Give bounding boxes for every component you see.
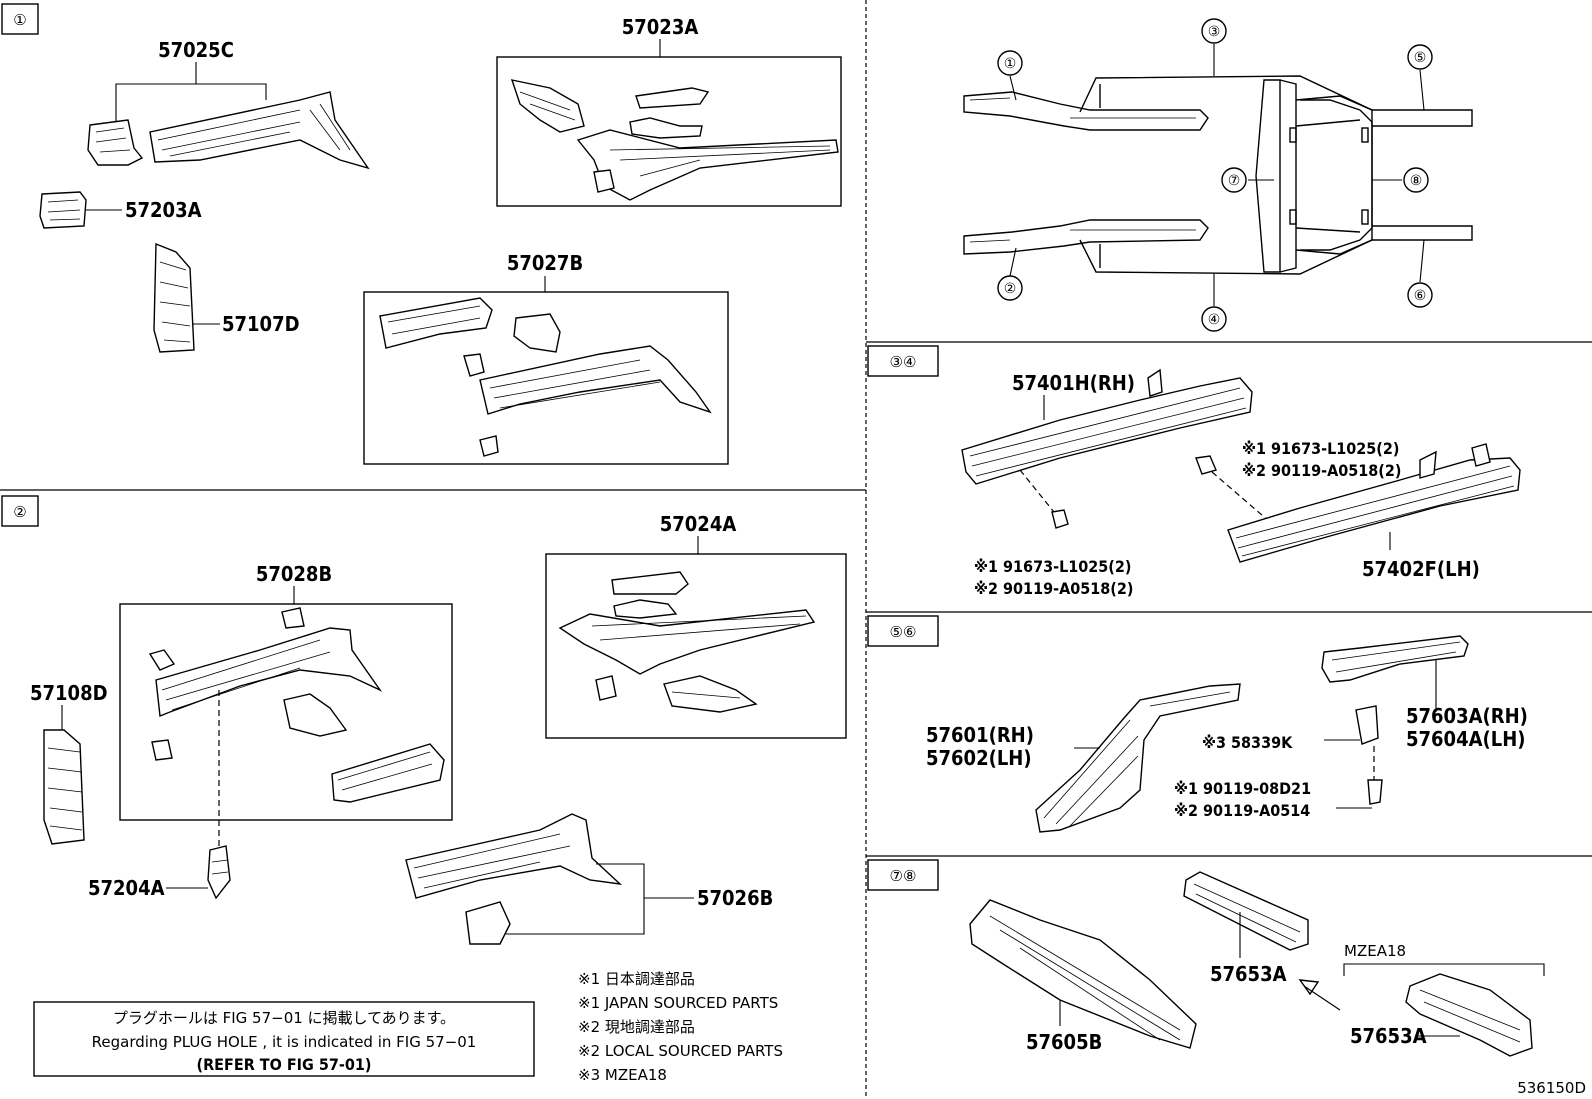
svg-text:④: ④ xyxy=(1208,312,1221,328)
part-number-57653A-bottom: 57653A xyxy=(1350,1024,1427,1048)
svg-text:③④: ③④ xyxy=(890,353,917,371)
callout-7: ⑦ xyxy=(1221,167,1247,193)
part-number-57024A: 57024A xyxy=(660,512,737,536)
part-number-57653A-top: 57653A xyxy=(1210,962,1287,986)
part-number-57204A: 57204A xyxy=(88,876,165,900)
callout-2: ② xyxy=(997,275,1023,301)
legend-line-1: ※1 日本調達部品 xyxy=(578,970,695,988)
mzea18-label: MZEA18 xyxy=(1344,942,1406,960)
part-57653A-bottom-group: MZEA18 57653A xyxy=(1298,942,1545,1057)
legend-line-2: ※1 JAPAN SOURCED PARTS xyxy=(578,994,778,1012)
note-line-refer: (REFER TO FIG 57-01) xyxy=(197,1055,372,1074)
part-57203A-group: 57203A xyxy=(39,191,202,229)
figure-code: 536150D xyxy=(1517,1079,1586,1097)
callout-1: ① xyxy=(997,50,1023,76)
svg-text:⑧: ⑧ xyxy=(1410,173,1423,189)
svg-text:⑥: ⑥ xyxy=(1414,288,1427,304)
legend: ※1 日本調達部品 ※1 JAPAN SOURCED PARTS ※2 現地調達… xyxy=(578,970,783,1084)
part-57605B-group: 57605B xyxy=(969,899,1197,1054)
bolt-lower-1: ※1 91673-L1025(2) xyxy=(974,557,1131,576)
part-number-57028B: 57028B xyxy=(256,562,332,586)
part-number-57605B: 57605B xyxy=(1026,1030,1102,1054)
part-57024A-group: 57024A xyxy=(545,512,847,739)
part-number-57107D: 57107D xyxy=(222,312,300,336)
bolt-upper-2: ※2 90119-A0518(2) xyxy=(1242,461,1401,480)
svg-text:②: ② xyxy=(1004,281,1017,297)
callout-3: ③ xyxy=(1201,18,1227,44)
part-number-57027B: 57027B xyxy=(507,251,583,275)
bolt-lower-2: ※2 90119-A0518(2) xyxy=(974,579,1133,598)
part-number-57402F: 57402F(LH) xyxy=(1362,557,1480,581)
part-57204A-group: 57204A xyxy=(88,845,231,900)
part-58339K-group: ※3 58339K ※1 90119-08D21 ※2 90119-A0514 xyxy=(1174,705,1383,820)
section-label-3-4: ③④ xyxy=(867,345,939,377)
legend-line-3: ※2 現地調達部品 xyxy=(578,1018,695,1036)
part-57107D-group: 57107D xyxy=(153,242,300,353)
bolt-56-1: ※1 90119-08D21 xyxy=(1174,779,1311,798)
bolt-upper-1: ※1 91673-L1025(2) xyxy=(1242,439,1399,458)
part-number-57603A: 57603A(RH) xyxy=(1406,704,1528,728)
callout-4: ④ xyxy=(1201,306,1227,332)
part-number-57025C: 57025C xyxy=(158,38,234,62)
svg-text:①: ① xyxy=(1004,56,1017,72)
svg-text:①: ① xyxy=(13,11,26,29)
section-label-2: ② xyxy=(1,495,39,527)
svg-text:⑤⑥: ⑤⑥ xyxy=(890,623,917,641)
frame-overview: ① ② ③ ④ ⑤ ⑥ ⑦ ⑧ xyxy=(963,18,1473,332)
part-number-57604A: 57604A(LH) xyxy=(1406,727,1526,751)
part-number-57602: 57602(LH) xyxy=(926,746,1032,770)
part-number-57203A: 57203A xyxy=(125,198,202,222)
note-line-en: Regarding PLUG HOLE , it is indicated in… xyxy=(92,1033,477,1051)
note-line-jp: プラグホールは FIG 57−01 に掲載してあります。 xyxy=(113,1009,455,1027)
part-number-57401H: 57401H(RH) xyxy=(1012,371,1135,395)
svg-text:⑦: ⑦ xyxy=(1228,173,1241,189)
legend-line-4: ※2 LOCAL SOURCED PARTS xyxy=(578,1042,783,1060)
part-number-57026B: 57026B xyxy=(697,886,773,910)
svg-text:⑤: ⑤ xyxy=(1414,50,1427,66)
callout-8: ⑧ xyxy=(1403,167,1429,193)
part-57028B-group: 57028B xyxy=(119,562,453,846)
section-label-1: ① xyxy=(1,3,39,35)
callout-5: ⑤ xyxy=(1407,44,1433,70)
part-57108D-group: 57108D xyxy=(30,681,108,845)
part-57653A-top-group: 57653A xyxy=(1183,871,1309,986)
part-57402F-group: ※1 91673-L1025(2) ※2 90119-A0518(2) 5740… xyxy=(1195,439,1521,581)
part-57601-group: 57601(RH) 57602(LH) xyxy=(926,683,1241,833)
plug-hole-note-box: プラグホールは FIG 57−01 に掲載してあります。 Regarding P… xyxy=(33,1001,535,1077)
part-57603A-group: 57603A(RH) 57604A(LH) xyxy=(1321,635,1528,751)
part-57023A-group: 57023A xyxy=(496,15,842,207)
section-label-7-8: ⑦⑧ xyxy=(867,859,939,891)
svg-text:③: ③ xyxy=(1208,24,1221,40)
part-number-57023A: 57023A xyxy=(622,15,699,39)
part-number-57108D: 57108D xyxy=(30,681,108,705)
part-57026B-group: 57026B xyxy=(405,813,773,945)
part-number-57601: 57601(RH) xyxy=(926,723,1034,747)
part-57025C-group: 57025C xyxy=(87,38,370,170)
bolt-56-2: ※2 90119-A0514 xyxy=(1174,801,1310,820)
part-number-58339K: ※3 58339K xyxy=(1202,733,1293,752)
part-57401H-group: 57401H(RH) ※1 91673-L1025(2) ※2 90119-A0… xyxy=(961,368,1253,598)
svg-text:②: ② xyxy=(13,503,26,521)
callout-6: ⑥ xyxy=(1407,282,1433,308)
part-57027B-group: 57027B xyxy=(363,251,729,465)
svg-text:⑦⑧: ⑦⑧ xyxy=(890,867,917,885)
section-label-5-6: ⑤⑥ xyxy=(867,615,939,647)
legend-line-5: ※3 MZEA18 xyxy=(578,1066,667,1084)
